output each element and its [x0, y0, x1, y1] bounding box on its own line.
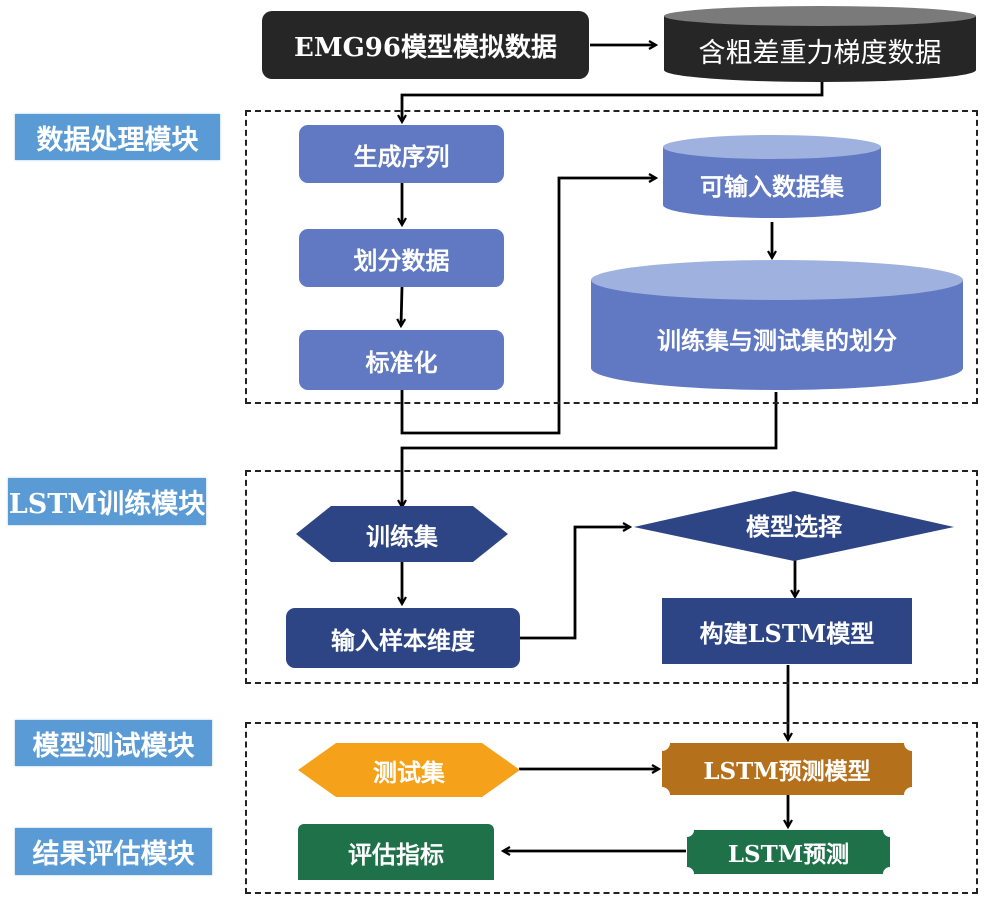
arrow-standardize-to-input	[400, 178, 656, 435]
cylinder-shape	[591, 260, 963, 390]
node-label: 模型选择	[746, 511, 842, 541]
node-label: LSTM预测	[727, 841, 850, 868]
node-gross-error-gravity-data[interactable]: 含粗差重力梯度数据	[662, 4, 978, 84]
arrow-split-to-standardize	[401, 286, 402, 326]
module-label-data-processing: 数据处理模块	[15, 114, 220, 160]
module-label-model-testing: 模型测试模块	[15, 720, 212, 766]
hexagon-shape	[296, 506, 508, 562]
module-label-lstm-training: LSTM训练模块	[8, 478, 206, 525]
hexagon-shape	[298, 743, 520, 797]
node-emg96-simulated-data[interactable]: EMG96模型模拟数据	[262, 11, 589, 79]
arrow-split-to-training	[402, 392, 778, 507]
node-generate-sequence[interactable]: 生成序列	[299, 125, 504, 183]
frame-data-processing	[245, 110, 978, 404]
node-split-data[interactable]: 划分数据	[299, 229, 504, 287]
plaque-shape	[687, 830, 890, 874]
node-test-set[interactable]: 测试集	[298, 743, 520, 797]
module-label-result-evaluation: 结果评估模块	[15, 828, 212, 875]
node-label: 测试集	[373, 757, 445, 787]
node-label: 训练集与测试集的划分	[657, 325, 897, 355]
node-model-selection[interactable]: 模型选择	[634, 491, 954, 561]
frame-lstm-training	[245, 470, 978, 684]
node-input-sample-dimension[interactable]: 输入样本维度	[286, 608, 520, 668]
node-label: LSTM预测模型	[703, 758, 871, 785]
node-lstm-prediction-model[interactable]: LSTM预测模型	[662, 743, 912, 795]
node-label: 可输入数据集	[700, 171, 844, 201]
node-lstm-prediction[interactable]: LSTM预测	[687, 830, 890, 874]
node-input-dataset[interactable]: 可输入数据集	[662, 133, 882, 223]
node-label: 训练集	[366, 521, 438, 551]
node-build-lstm-model[interactable]: 构建LSTM模型	[662, 598, 912, 664]
arrow-dimension-to-selection	[520, 527, 630, 640]
node-evaluation-metrics[interactable]: 评估指标	[298, 824, 494, 880]
node-train-test-split[interactable]: 训练集与测试集的划分	[590, 258, 964, 394]
cylinder-shape	[664, 6, 976, 82]
plaque-shape	[662, 743, 912, 795]
frame-test-evaluation	[245, 722, 978, 894]
node-training-set[interactable]: 训练集	[296, 506, 508, 562]
diamond-shape	[634, 491, 954, 561]
node-standardize[interactable]: 标准化	[299, 330, 504, 390]
cylinder-shape	[663, 135, 881, 218]
arrow-data-to-generate	[402, 80, 824, 122]
node-label: 含粗差重力梯度数据	[698, 37, 942, 69]
